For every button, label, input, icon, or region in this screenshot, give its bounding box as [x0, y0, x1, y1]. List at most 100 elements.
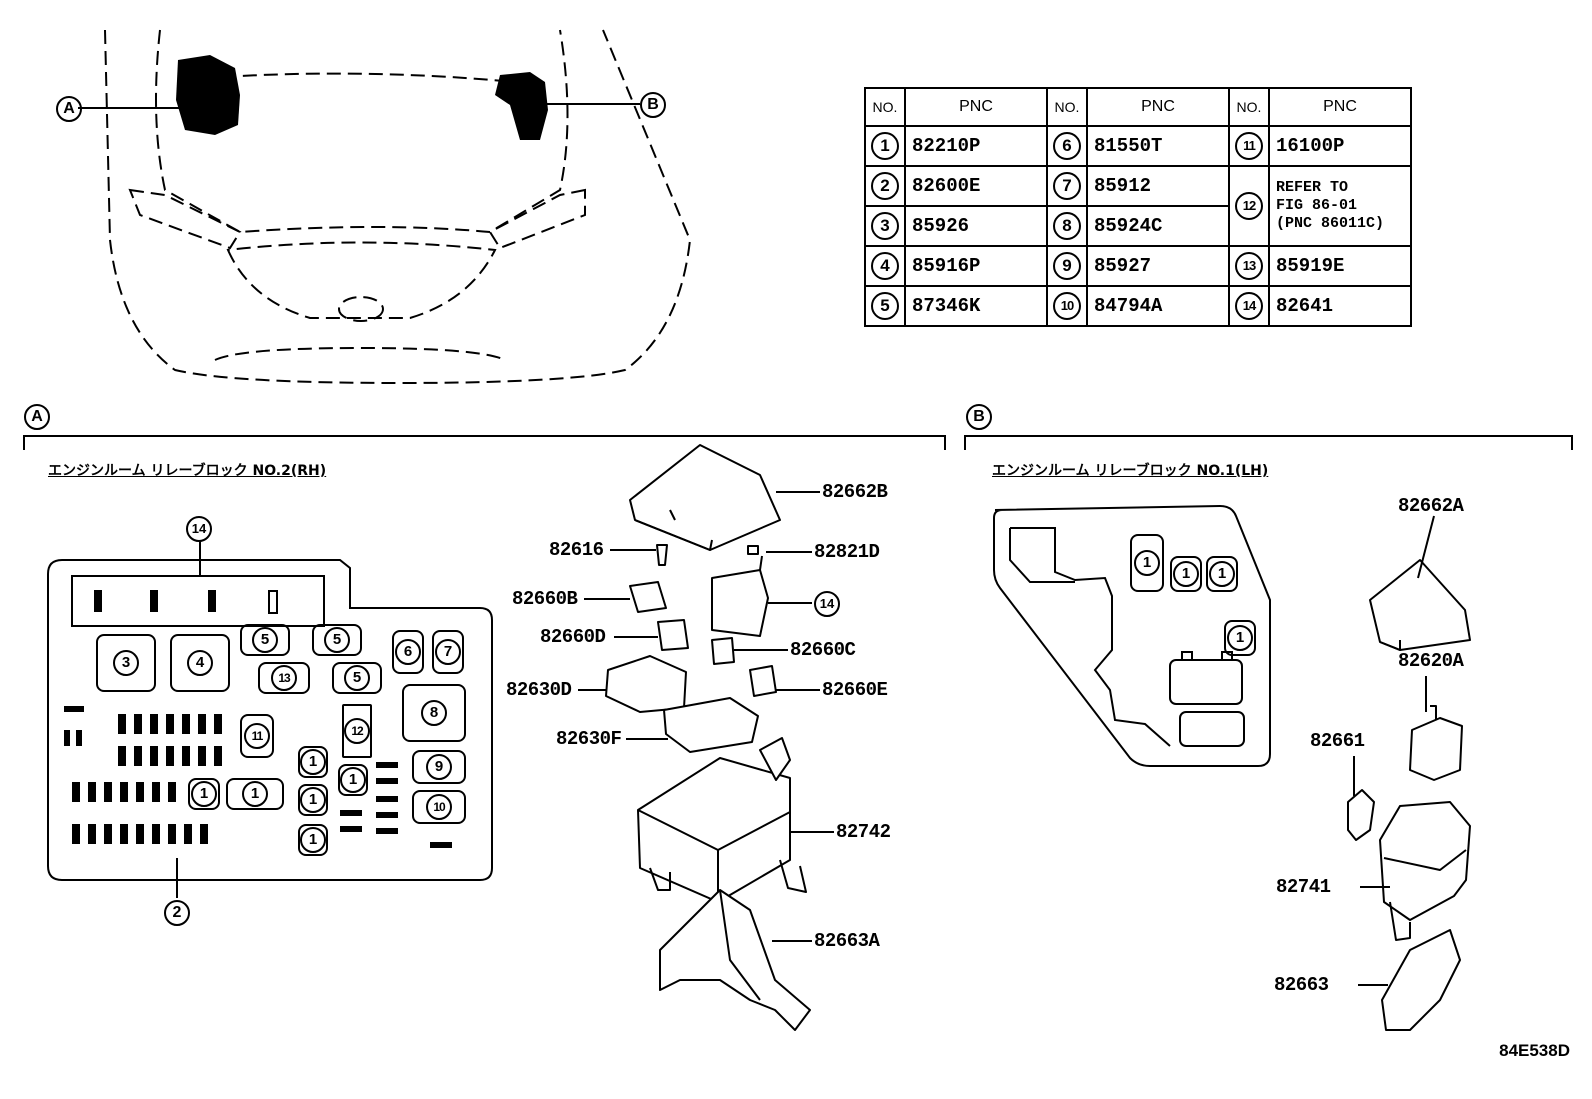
relay-box-11: 11 — [240, 714, 274, 758]
pnc-value: 84794A — [1086, 285, 1230, 327]
header-no-2: NO. — [1046, 87, 1088, 127]
diagram-id: 84E538D — [1499, 1041, 1570, 1060]
pnc-value: 85927 — [1086, 245, 1230, 287]
relay-box-5: 5 — [240, 624, 290, 656]
section-b-marker: B — [966, 404, 992, 430]
item-number: 1 — [340, 767, 366, 793]
table-row: 5 87346K 10 84794A 14 82641 — [864, 285, 1412, 327]
part-82660C-label: 82660C — [790, 639, 856, 661]
relay-box-8: 8 — [402, 684, 466, 742]
pnc-value: 85924C — [1086, 205, 1230, 247]
fuse-array — [64, 706, 452, 848]
item-number: 1 — [1173, 561, 1199, 587]
item-number: 5 — [344, 665, 370, 691]
section-a-title: エンジンルーム リレーブロック NO.2(RH) — [48, 463, 327, 479]
fuse-box-1: 1 — [1206, 556, 1238, 592]
item-number: 1 — [1227, 625, 1253, 651]
item-number: 6 — [1053, 132, 1081, 160]
pnc-value: 82210P — [904, 125, 1048, 167]
relay-box-4: 4 — [170, 634, 230, 692]
exploded-parts-b — [1347, 559, 1471, 1031]
fuse-box-1: 1 — [188, 778, 220, 810]
item-number: 12 — [1235, 192, 1263, 220]
fuse — [208, 590, 216, 612]
item-number: 7 — [1053, 172, 1081, 200]
item-number: 12 — [344, 718, 370, 744]
vehicle-front-outline — [78, 29, 692, 385]
table-row: 4 85916P 9 85927 13 85919E — [864, 245, 1412, 287]
item-number: 1 — [300, 827, 326, 853]
relay-block-b-outline — [993, 504, 1271, 767]
part-82663-label: 82663 — [1274, 974, 1329, 996]
relay-box-9: 9 — [412, 750, 466, 784]
part-82662A-label: 82662A — [1398, 495, 1464, 517]
relay-box-5: 5 — [332, 662, 382, 694]
leader-lines-a — [578, 491, 834, 942]
item-number: 1 — [871, 132, 899, 160]
callout-b: B — [640, 92, 666, 118]
fuse-box-1: 1 — [338, 764, 368, 796]
relay-box-12: 12 — [342, 704, 372, 758]
part-82616-label: 82616 — [549, 539, 604, 561]
pnc-value: 82600E — [904, 165, 1048, 207]
pnc-value: 16100P — [1268, 125, 1412, 167]
item-number: 1 — [242, 781, 268, 807]
table-row: 1 82210P 6 81550T 11 16100P — [864, 125, 1412, 167]
item-number: 10 — [426, 794, 452, 820]
item-number: 1 — [191, 781, 217, 807]
item-number: 8 — [1053, 212, 1081, 240]
part-82661-label: 82661 — [1310, 730, 1365, 752]
item-number: 6 — [395, 639, 421, 665]
fuse — [150, 590, 158, 612]
block-callout-2: 2 — [164, 900, 190, 926]
callout-a: A — [56, 96, 82, 122]
fuse-empty — [268, 590, 278, 614]
part-82660D-label: 82660D — [540, 626, 606, 648]
table-header-row: NO. PNC NO. PNC NO. PNC — [864, 87, 1412, 127]
relay-box-3: 3 — [96, 634, 156, 692]
item-number: 2 — [871, 172, 899, 200]
item-number: 13 — [271, 665, 297, 691]
table-row: 2 82600E 7 85912 12 REFER TO FIG 86-01 (… — [864, 165, 1412, 247]
item-number: 5 — [324, 627, 350, 653]
exploded-parts-a — [605, 444, 811, 1031]
item-number: 3 — [113, 650, 139, 676]
part-82660B-label: 82660B — [512, 588, 578, 610]
part-82821D-label: 82821D — [814, 541, 880, 563]
item-number: 4 — [187, 650, 213, 676]
item-number: 1 — [300, 749, 326, 775]
part-82663A-label: 82663A — [814, 930, 880, 952]
pnc-value: 87346K — [904, 285, 1048, 327]
item-number: 11 — [244, 723, 270, 749]
pnc-value: 82641 — [1268, 285, 1412, 327]
item-number: 7 — [435, 639, 461, 665]
item-number: 5 — [871, 292, 899, 320]
leader-lines-b — [1353, 515, 1435, 986]
part-14-callout: 14 — [814, 591, 840, 617]
section-b-title: エンジンルーム リレーブロック NO.1(LH) — [992, 463, 1269, 479]
part-82630F-label: 82630F — [556, 728, 622, 750]
header-pnc-3: PNC — [1268, 87, 1412, 127]
part-82620A-label: 82620A — [1398, 650, 1464, 672]
fuse-box-1: 1 — [226, 778, 284, 810]
fuse-box-1: 1 — [298, 784, 328, 816]
header-no-3: NO. — [1228, 87, 1270, 127]
fuse-box-1: 1 — [1170, 556, 1202, 592]
section-a-marker: A — [24, 404, 50, 430]
item-number: 10 — [1053, 292, 1081, 320]
part-82630D-label: 82630D — [506, 679, 572, 701]
fuse-box-1: 1 — [298, 746, 328, 778]
fuse-box-1: 1 — [1130, 534, 1164, 592]
pnc-value: 85912 — [1086, 165, 1230, 207]
item-number: 5 — [252, 627, 278, 653]
item-number: 14 — [1235, 292, 1263, 320]
relay-box-10: 10 — [412, 790, 466, 824]
item-number: 9 — [426, 754, 452, 780]
relay-box-6: 6 — [392, 630, 424, 674]
item-number: 1 — [300, 787, 326, 813]
part-82662B-label: 82662B — [822, 481, 888, 503]
pnc-value: REFER TO FIG 86-01 (PNC 86011C) — [1268, 165, 1412, 247]
relay-block-a-outline — [47, 540, 493, 898]
header-pnc-2: PNC — [1086, 87, 1230, 127]
item-number: 1 — [1209, 561, 1235, 587]
